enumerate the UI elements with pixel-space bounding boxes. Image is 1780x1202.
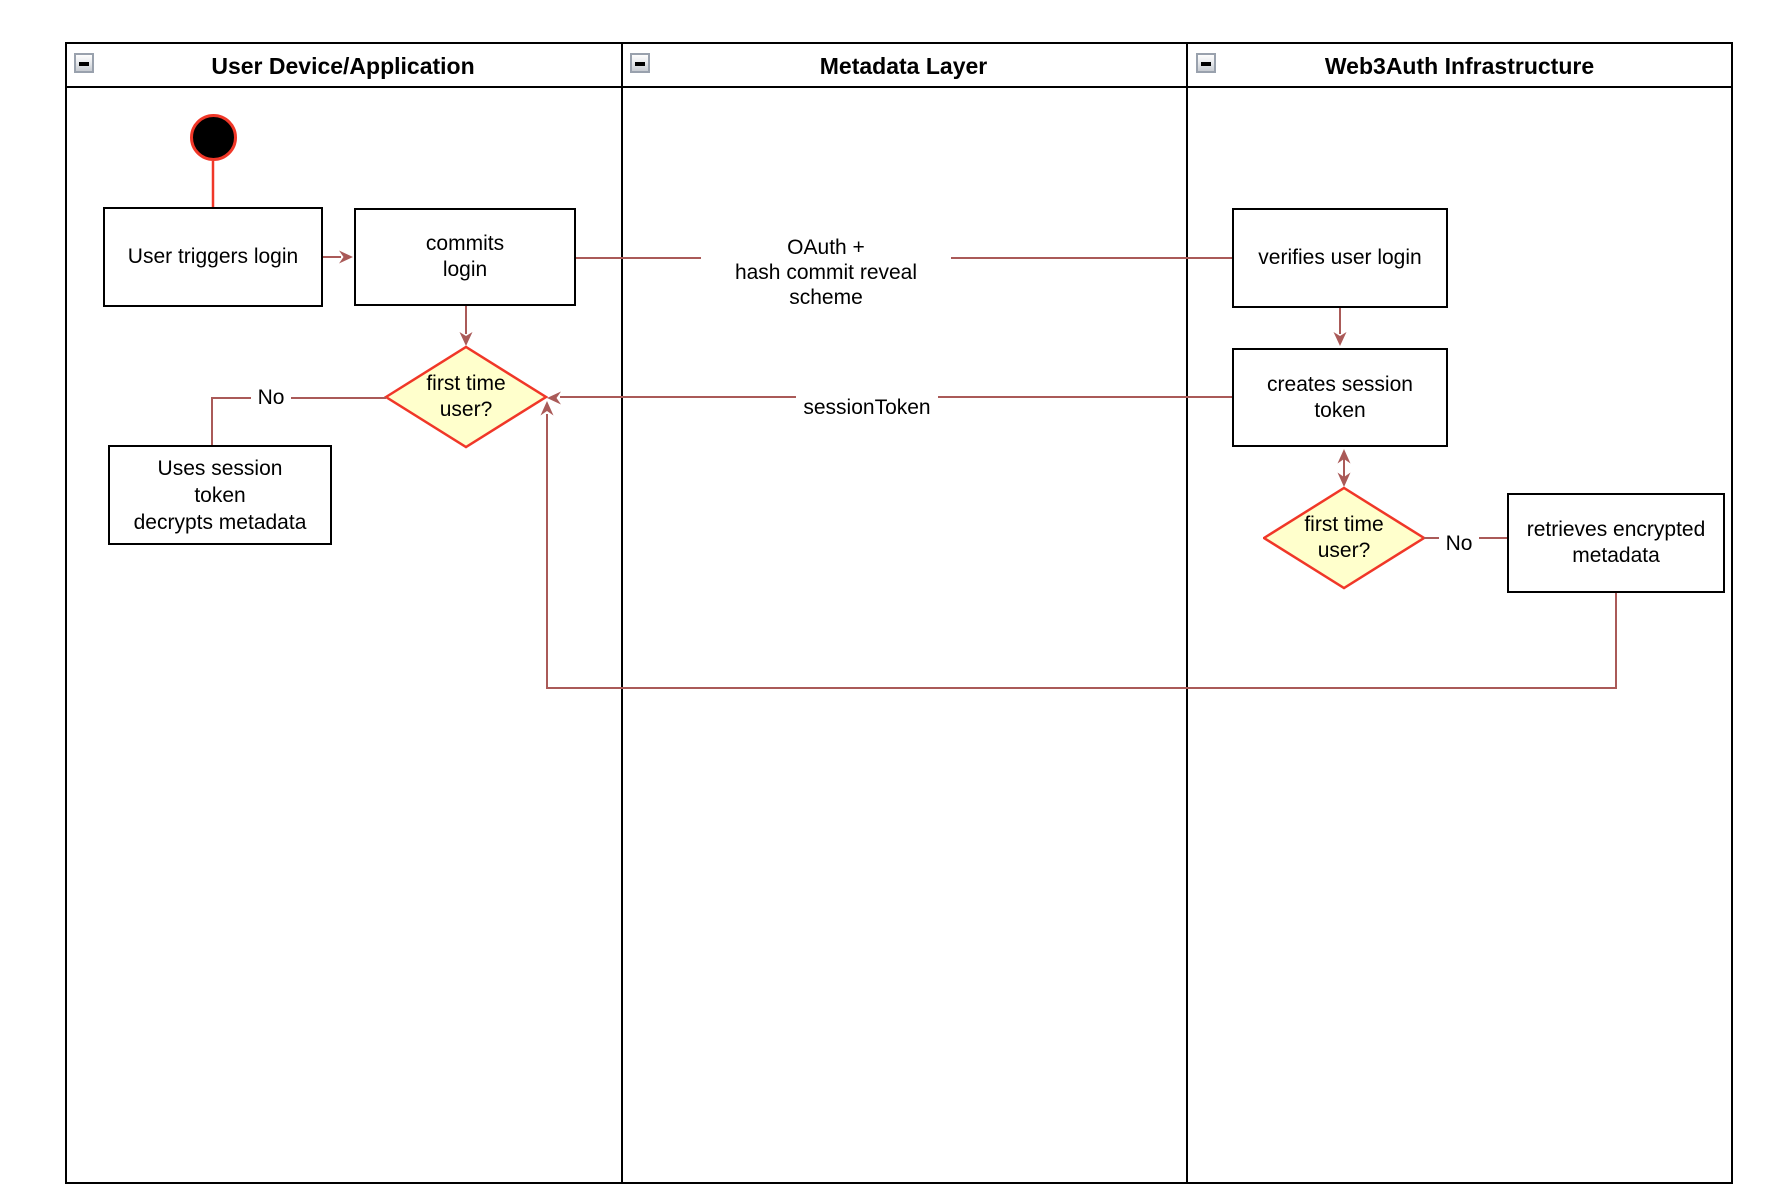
lane-header-divider [65,86,1733,88]
node-verifies-user-login[interactable]: verifies user login [1232,208,1448,308]
node-label: User triggers login [127,245,299,268]
minus-icon [635,62,645,66]
collapse-lane-user-device-button[interactable] [74,53,94,73]
node-uses-session-token[interactable]: Uses session token decrypts metadata [108,445,332,545]
edge-label-session-token: sessionToken [796,396,938,420]
node-label: metadata [1572,544,1660,567]
node-user-triggers-login[interactable]: User triggers login [103,207,323,307]
node-label: retrieves encrypted [1526,518,1706,541]
node-label: login [442,258,488,281]
edge-label-oauth: OAuth + hash commit reveal scheme [701,235,951,309]
edge-label-line: OAuth + [787,236,865,259]
decision-label-line: user? [1317,539,1371,562]
minus-icon [1201,62,1211,66]
minus-icon [79,62,89,66]
node-label: verifies user login [1258,246,1422,269]
node-label: token [1314,398,1366,422]
lane-divider-1 [621,42,623,1184]
initial-state-node[interactable] [190,114,237,161]
decision-diamond-shape[interactable] [384,345,548,449]
node-label: creates session [1267,372,1413,396]
collapse-lane-web3auth-button[interactable] [1196,53,1216,73]
edge-label-no-user-device: No [251,386,291,410]
node-label: commits [425,232,505,255]
node-creates-session-token[interactable]: creates session token [1232,348,1448,447]
decision-label-line: user? [439,398,493,421]
decision-label: first time user? [1264,512,1424,564]
edge-label-line: hash commit reveal scheme [734,261,918,309]
node-label: token [194,483,246,507]
lane-divider-2 [1186,42,1188,1184]
collapse-lane-metadata-button[interactable] [630,53,650,73]
node-label: decrypts metadata [133,510,307,534]
decision-label-line: first time [426,372,506,395]
lane-title-user-device[interactable]: User Device/Application [211,53,475,79]
node-label: Uses session [157,456,283,480]
lane-title-metadata-layer[interactable]: Metadata Layer [819,53,988,79]
lane-title-web3auth[interactable]: Web3Auth Infrastructure [1324,53,1595,79]
node-retrieves-encrypted-metadata[interactable]: retrieves encrypted metadata [1507,493,1725,593]
decision-label-line: first time [1304,513,1384,536]
node-commits-login[interactable]: commits login [354,208,576,306]
decision-first-time-user-device[interactable] [384,345,548,449]
edge-label-no-web3auth: No [1439,532,1479,556]
decision-label: first time user? [386,371,546,423]
